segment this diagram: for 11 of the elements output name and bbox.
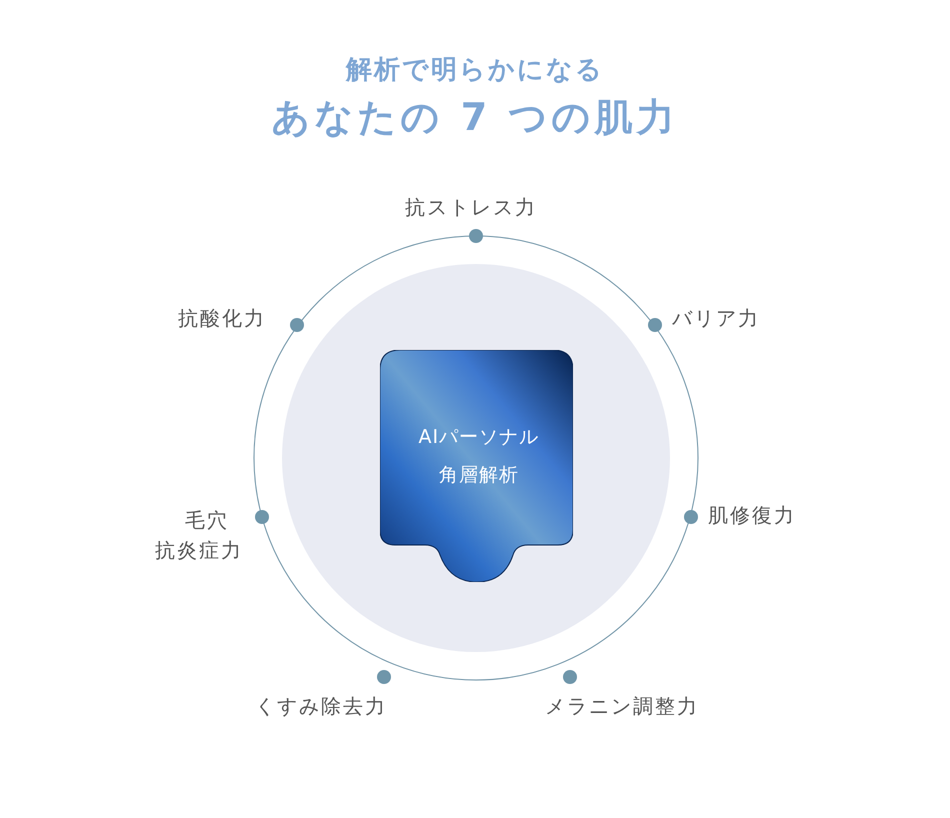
title: あなたの 7 つの肌力	[270, 94, 680, 141]
skill-label: メラニン調整力	[545, 693, 699, 720]
skill-label: 毛穴抗炎症力	[155, 505, 247, 565]
skill-label: くすみ除去力	[255, 693, 387, 720]
skill-label: バリア力	[672, 305, 760, 332]
skill-label: 肌修復力	[708, 502, 796, 529]
analysis-badge	[380, 350, 573, 582]
subtitle: 解析で明らかになる	[344, 54, 605, 87]
skill-label: 抗酸化力	[178, 305, 266, 332]
badge-label: AIパーソナル角層解析	[418, 425, 540, 488]
skill-label: 抗ストレス力	[405, 194, 537, 221]
